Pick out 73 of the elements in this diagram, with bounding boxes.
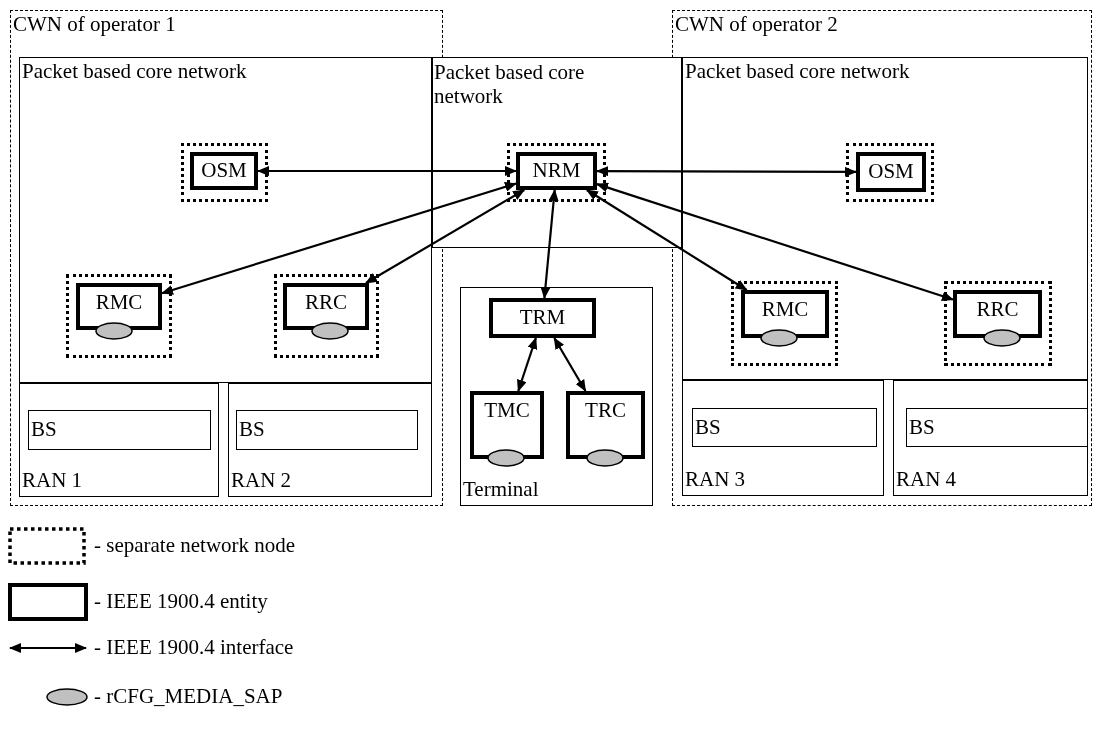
entity-label: RRC	[305, 291, 347, 315]
network-box	[682, 57, 1088, 380]
separate-node-box	[181, 143, 268, 202]
sap-ellipse	[311, 322, 349, 340]
separate-node-box	[846, 143, 934, 202]
entity-label: TMC	[484, 399, 530, 423]
network-box	[228, 383, 432, 497]
interface-arrow	[161, 182, 517, 295]
network-box	[682, 380, 884, 496]
interface-arrow	[586, 189, 748, 291]
network-label: RAN 3	[685, 467, 746, 491]
entity-label: RRC	[976, 298, 1019, 322]
area-title: CWN of operator 2	[675, 13, 838, 37]
interface-arrow	[553, 337, 587, 392]
network-label: RAN 4	[896, 467, 957, 491]
interface-arrow	[257, 166, 517, 176]
interface-arrow	[517, 337, 538, 392]
entity-box	[953, 290, 1042, 338]
entity-label: TRC	[585, 399, 626, 423]
interface-arrow	[596, 182, 954, 301]
entity-label: RMC	[761, 298, 809, 322]
entity-label: OSM	[201, 159, 247, 183]
base-station-label: BS	[695, 415, 721, 440]
separate-node-box	[944, 281, 1052, 366]
sap-ellipse	[95, 322, 133, 340]
network-label: RAN 1	[22, 468, 83, 492]
entity-box	[516, 152, 597, 190]
interface-arrow	[365, 189, 526, 284]
interface-arrow	[540, 189, 559, 299]
base-station-label: BS	[239, 418, 265, 442]
entity-box	[741, 290, 829, 338]
entity-box	[283, 283, 369, 330]
entity-label: TRM	[519, 306, 566, 330]
legend-text: - IEEE 1900.4 interface	[94, 635, 294, 660]
base-station-box	[906, 408, 1088, 447]
entity-label: OSM	[868, 160, 914, 184]
entity-box	[470, 391, 544, 459]
sap-ellipse	[983, 329, 1021, 347]
base-station-box	[28, 410, 211, 450]
base-station-label: BS	[31, 418, 57, 442]
entity-box	[76, 283, 162, 330]
network-label: Packet based core network	[22, 60, 247, 84]
sap-ellipse	[586, 449, 624, 467]
legend-text: - IEEE 1900.4 entity	[94, 589, 268, 614]
entity-box	[856, 152, 926, 192]
legend-text: - separate network node	[94, 533, 296, 558]
separate-node-box	[507, 143, 606, 202]
network-label: RAN 2	[231, 468, 292, 492]
entity-box	[489, 298, 596, 338]
separate-node-box	[274, 274, 379, 358]
network-label: Terminal	[463, 477, 539, 501]
base-station-box	[692, 408, 877, 447]
sap-ellipse	[487, 449, 525, 467]
network-label: Packet based core network	[685, 60, 910, 84]
separate-node-box	[66, 274, 172, 358]
operator-network-area	[672, 10, 1092, 506]
network-box	[893, 380, 1088, 496]
network-label: Packet based core network	[434, 60, 586, 109]
area-title: CWN of operator 1	[13, 13, 176, 37]
entity-box	[190, 152, 258, 190]
network-box	[19, 383, 219, 497]
network-box	[432, 57, 682, 248]
network-box	[19, 57, 432, 383]
separate-node-box	[731, 281, 838, 366]
base-station-label: BS	[909, 415, 935, 440]
base-station-box	[236, 410, 418, 450]
interface-arrow	[596, 166, 857, 177]
network-box	[460, 287, 653, 506]
entity-label: RMC	[95, 291, 143, 315]
entity-box	[566, 391, 645, 459]
legend-text: - rCFG_MEDIA_SAP	[94, 684, 283, 709]
sap-ellipse	[760, 329, 798, 347]
entity-label: NRM	[532, 159, 581, 183]
